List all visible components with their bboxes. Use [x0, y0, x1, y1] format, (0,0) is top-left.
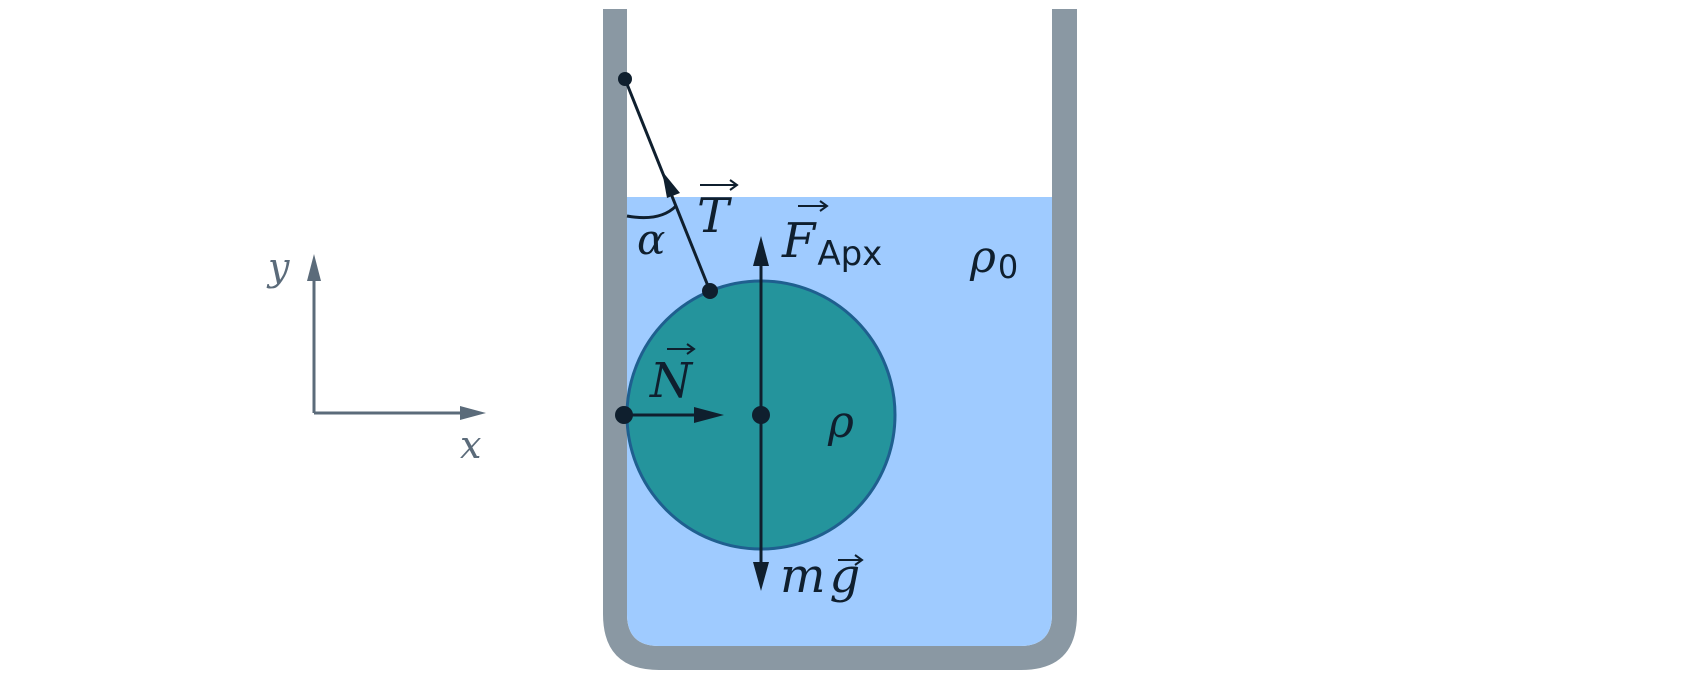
buoyancy-vector-accent	[798, 200, 829, 212]
tension-label: T	[697, 188, 732, 244]
vector-accents	[667, 179, 864, 566]
fluid-density-label: ρ0	[969, 232, 1018, 286]
fluid-density-subscript: 0	[998, 248, 1018, 286]
weight-label: mg	[780, 548, 860, 604]
tension-vector-accent	[700, 179, 739, 191]
weight-mass-symbol: m	[780, 548, 826, 604]
ball-center-point	[752, 406, 770, 424]
rope-anchor-point	[618, 72, 632, 86]
normal-vector-accent	[667, 343, 696, 355]
buoyancy-symbol: F	[781, 213, 817, 269]
normal-force	[615, 406, 724, 424]
vertical-forces	[753, 236, 769, 591]
buoyancy-arrowhead	[753, 236, 769, 266]
x-axis-label: x	[460, 423, 481, 467]
weight-gravity-symbol: g	[830, 548, 861, 604]
angle-label: α	[637, 215, 665, 264]
rope-and-tension	[618, 72, 718, 299]
fluid-density-symbol: ρ	[969, 232, 996, 283]
x-axis-arrowhead	[460, 406, 486, 420]
buoyancy-subscript: Apx	[817, 234, 882, 274]
y-axis-arrowhead	[307, 254, 321, 281]
normal-arrowhead	[694, 407, 724, 423]
contact-point	[615, 406, 633, 424]
buoyancy-label: FApx	[781, 213, 882, 274]
weight-arrowhead	[753, 562, 769, 591]
tension-arrowhead	[662, 171, 680, 198]
normal-label: N	[649, 353, 694, 409]
angle-arc	[626, 204, 678, 220]
ball-density-label: ρ	[827, 397, 854, 448]
coordinate-axes: y x	[266, 245, 486, 467]
rope-attachment-point	[702, 283, 718, 299]
weight-vector-accent	[838, 554, 864, 566]
y-axis-label: y	[266, 245, 290, 289]
